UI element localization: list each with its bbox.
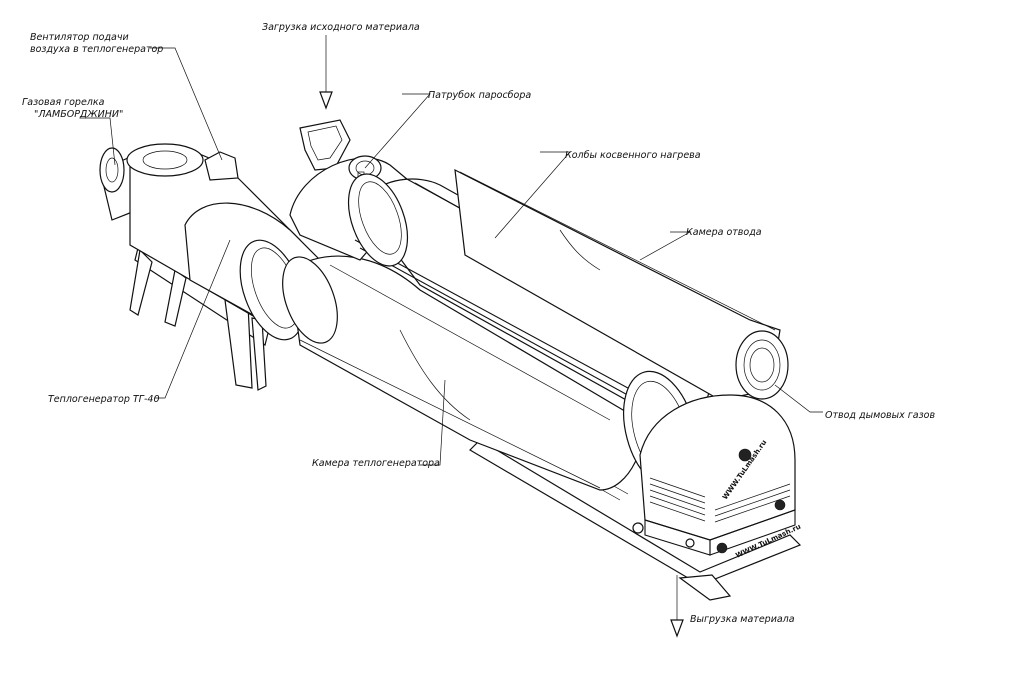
discharge-head: WWW.TuLmash.ru WWW.TuLmash.ru	[623, 370, 802, 560]
label-fan: Вентилятор подачи воздуха в теплогенерат…	[30, 32, 163, 55]
label-smoke-outlet: Отвод дымовых газов	[825, 410, 935, 421]
unload-arrow-icon	[670, 619, 684, 638]
outlet-chamber	[454, 168, 789, 401]
label-loading: Загрузка исходного материала	[262, 22, 420, 33]
flow-arrows	[319, 35, 684, 638]
loading-arrow-icon	[319, 91, 333, 110]
vent-grille-left	[649, 477, 706, 522]
label-heatgen-chamber: Камера теплогенератора	[312, 458, 440, 469]
label-outlet-chamber: Камера отвода	[686, 227, 762, 238]
label-steam-pipe: Патрубок паросбора	[428, 90, 531, 101]
label-burner-line2: "ЛАМБОРДЖИНИ"	[34, 109, 123, 120]
label-burner: Газовая горелка "ЛАМБОРДЖИНИ"	[22, 97, 123, 120]
label-burner-line1: Газовая горелка	[22, 97, 105, 108]
label-fan-line1: Вентилятор подачи	[30, 32, 129, 43]
label-heat-generator: Теплогенератор ТГ-40	[48, 394, 160, 405]
labels: Газовая горелка "ЛАМБОРДЖИНИ" Вентилятор…	[22, 22, 935, 625]
leader-lines	[80, 47, 823, 466]
label-flasks: Колбы косвенного нагрева	[565, 150, 701, 161]
label-fan-line2: воздуха в теплогенератор	[30, 44, 163, 55]
heat-generator-chamber	[282, 255, 644, 491]
logo-gear-icon	[774, 499, 786, 511]
label-unload: Выгрузка материала	[690, 614, 795, 625]
logo-gear-icon	[738, 448, 752, 462]
logo-gear-icon	[716, 542, 728, 554]
